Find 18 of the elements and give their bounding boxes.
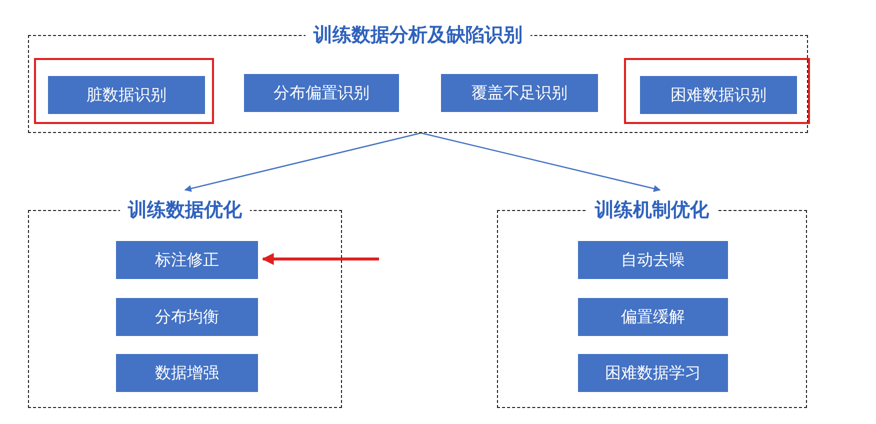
arrow [184, 132, 422, 192]
highlight-frame [34, 58, 214, 124]
process-box: 分布均衡 [116, 298, 258, 336]
group-title: 训练数据分析及缺陷识别 [306, 23, 530, 47]
process-box: 分布偏置识别 [244, 74, 399, 112]
process-box: 困难数据识别 [640, 76, 797, 114]
highlight-frame [624, 58, 810, 124]
process-box: 偏置缓解 [578, 298, 728, 336]
group-title: 训练机制优化 [587, 198, 717, 222]
process-box: 自动去噪 [578, 241, 728, 279]
process-box: 数据增强 [116, 354, 258, 392]
arrow [262, 253, 379, 265]
group-title: 训练数据优化 [120, 198, 250, 222]
process-box: 标注修正 [116, 241, 258, 279]
process-box: 脏数据识别 [48, 76, 205, 114]
process-box: 困难数据学习 [578, 354, 728, 392]
arrow [420, 132, 661, 192]
process-box: 覆盖不足识别 [441, 74, 598, 112]
